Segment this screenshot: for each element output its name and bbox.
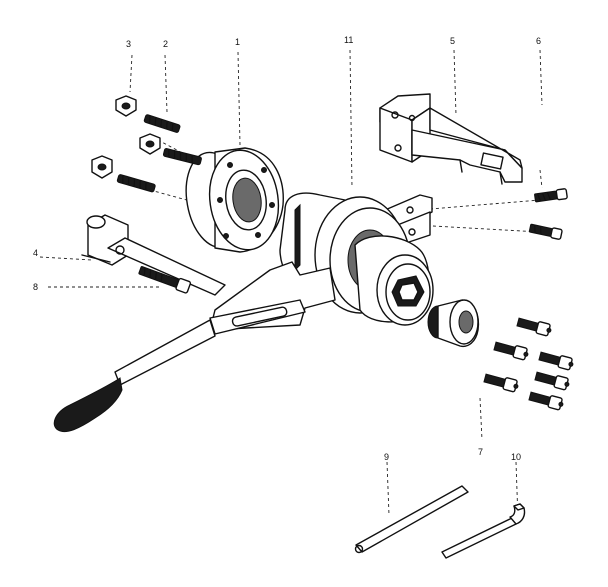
label-4: 4 <box>33 248 38 258</box>
leader-lines <box>39 49 543 521</box>
cap-screw-1 <box>516 317 552 337</box>
cap-screw-2 <box>493 341 529 361</box>
pin-wrench-part-4 <box>81 214 226 296</box>
stud-1 <box>143 114 181 133</box>
label-10: 10 <box>511 452 521 462</box>
part-labels: 1 2 3 4 5 6 7 8 9 10 11 <box>33 35 541 462</box>
cap-screw-6 <box>528 391 564 411</box>
label-7: 7 <box>478 447 483 457</box>
screw-bracket-lower <box>528 223 563 240</box>
label-2: 2 <box>163 39 168 49</box>
stud-3 <box>116 174 156 193</box>
studs-part-2 <box>116 114 202 193</box>
nuts-part-3 <box>91 95 161 179</box>
cap-screw-4 <box>534 371 570 391</box>
label-5: 5 <box>450 36 455 46</box>
bracket-screws <box>528 188 568 240</box>
nut-2 <box>139 133 161 155</box>
flange-ring-part-1 <box>185 147 284 253</box>
pin-rod-part-9 <box>354 485 469 554</box>
screw-bracket-upper <box>534 188 568 203</box>
cap-screws-group <box>483 317 574 411</box>
cap-screw-3 <box>538 351 574 371</box>
hex-key-part-10 <box>441 503 526 559</box>
label-1: 1 <box>235 37 240 47</box>
stud-2 <box>162 148 202 166</box>
nut-3 <box>91 155 113 179</box>
label-8: 8 <box>33 282 38 292</box>
bracket-part-5 <box>379 93 523 185</box>
label-6: 6 <box>536 36 541 46</box>
nut-1 <box>115 95 137 117</box>
collet-nut-part-7 <box>427 299 480 348</box>
screw-part-8 <box>138 266 192 294</box>
spanner-wrench <box>53 261 336 433</box>
label-11: 11 <box>344 35 353 45</box>
label-9: 9 <box>384 452 389 462</box>
cap-screw-5 <box>483 373 519 393</box>
label-3: 3 <box>126 39 131 49</box>
